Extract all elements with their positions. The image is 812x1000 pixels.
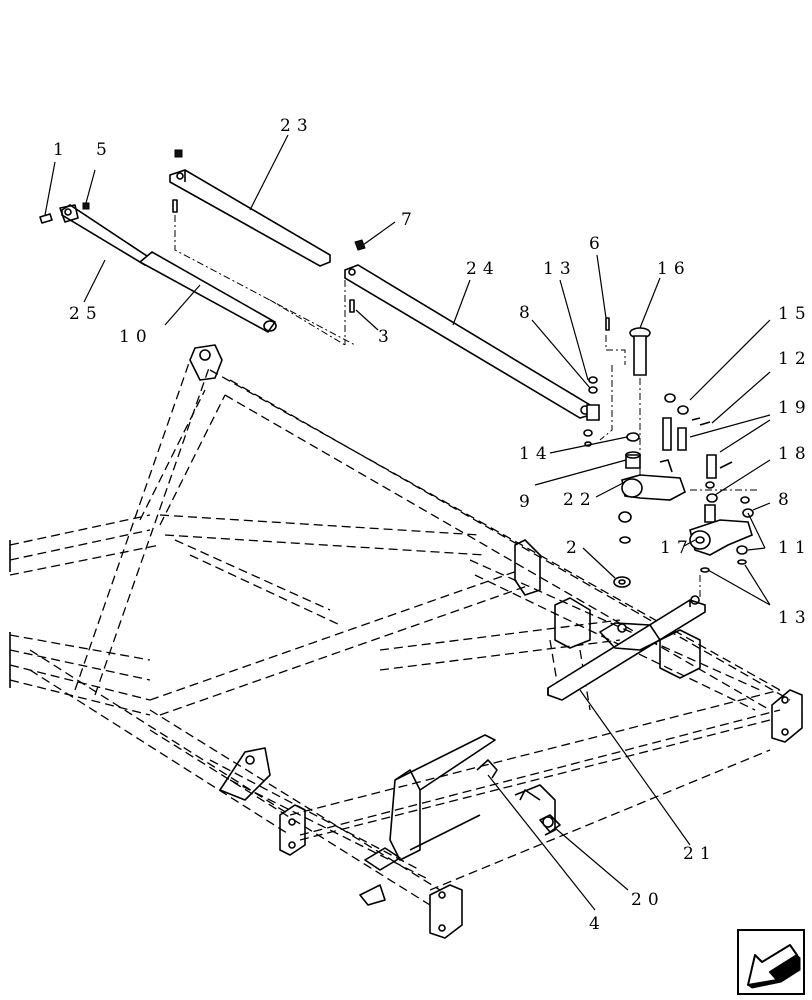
previous-page-button[interactable] [737, 929, 805, 995]
part-25-turnbuckle-link [39, 204, 152, 267]
callout-8-right: 8 [778, 490, 795, 510]
callout-22: 22 [563, 490, 597, 510]
callout-7: 7 [401, 210, 418, 230]
callout-3: 3 [378, 327, 395, 347]
part-16-pin [605, 317, 651, 490]
callout-16: 16 [657, 259, 691, 279]
part-21-cross-tube [547, 595, 706, 701]
callout-15: 15 [778, 304, 812, 324]
hardware-stack-left [583, 365, 641, 469]
callout-13-top: 13 [543, 259, 577, 279]
part-4-pin [476, 759, 498, 779]
callout-18: 18 [778, 444, 812, 464]
callout-21: 21 [683, 844, 717, 864]
leader-lines [44, 134, 771, 911]
callout-6: 6 [589, 234, 606, 254]
callout-12: 12 [778, 349, 812, 369]
callout-1: 1 [53, 140, 70, 160]
part-20-bracket [514, 784, 556, 836]
callout-10: 10 [119, 327, 153, 347]
callout-5: 5 [96, 140, 113, 160]
callout-2: 2 [566, 538, 583, 558]
previous-page-arrow-icon [746, 944, 801, 989]
part-22-pivot-arm [613, 459, 686, 588]
callout-11: 11 [778, 538, 812, 558]
callout-14: 14 [519, 444, 553, 464]
callout-17: 17 [660, 538, 694, 558]
part-23-upper-link [169, 149, 356, 346]
callout-20: 20 [631, 890, 665, 910]
callout-labels: 1 5 23 7 24 13 6 16 15 25 10 3 8 12 19 1… [53, 116, 812, 934]
main-frame [9, 344, 803, 939]
callout-25: 25 [69, 304, 103, 324]
callout-8-top: 8 [519, 303, 536, 323]
part-10-cylinder [82, 202, 346, 346]
callout-24: 24 [466, 259, 500, 279]
callout-19: 19 [778, 398, 812, 418]
hardware-stack-right [662, 393, 760, 600]
callout-23: 23 [280, 116, 314, 136]
callout-13-bottom: 13 [778, 608, 812, 628]
callout-9: 9 [519, 492, 536, 512]
callout-4: 4 [589, 914, 606, 934]
